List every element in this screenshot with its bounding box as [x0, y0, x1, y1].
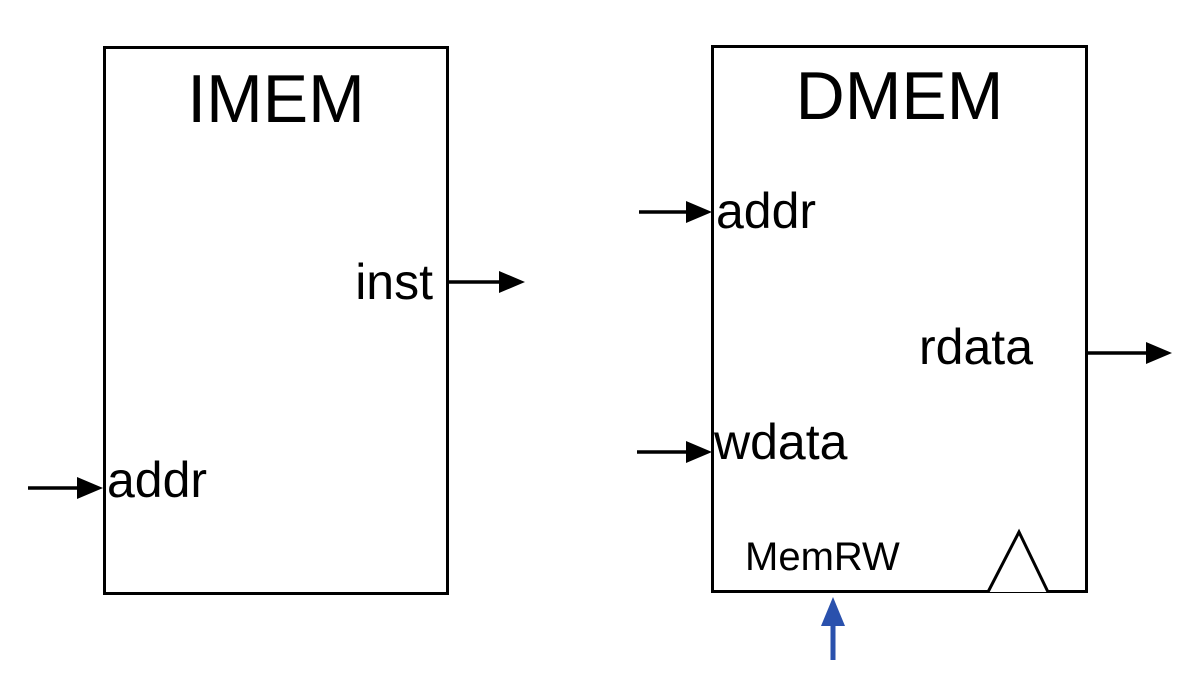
dmem-rdata-output-arrow [1088, 342, 1172, 364]
dmem-title: DMEM [795, 58, 1004, 134]
memrw-control-arrow [821, 597, 845, 660]
dmem-addr-port-label: addr [716, 183, 817, 239]
dmem-block: DMEM [711, 45, 1088, 593]
dmem-wdata-input-arrow [637, 441, 712, 463]
dmem-rdata-port-label: rdata [919, 319, 1033, 375]
imem-inst-port-label: inst [355, 254, 433, 310]
imem-title: IMEM [187, 61, 365, 137]
imem-block: IMEM [103, 46, 449, 595]
imem-addr-port-label: addr [107, 452, 208, 508]
imem-inst-output-arrow [449, 271, 525, 293]
dmem-wdata-port-label: wdata [714, 414, 848, 470]
dmem-memrw-control-label: MemRW [745, 535, 900, 579]
dmem-addr-input-arrow [639, 201, 712, 223]
imem-addr-input-arrow [28, 477, 103, 499]
